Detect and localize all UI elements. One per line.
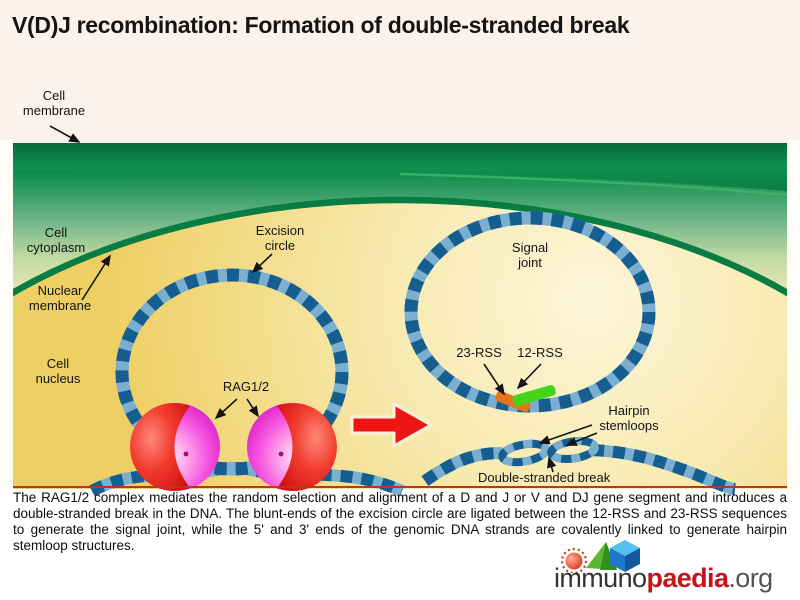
cube-icon — [610, 540, 640, 572]
logo-text-org: .org — [728, 563, 773, 593]
transition-arrow-icon — [350, 402, 433, 448]
right-margin — [787, 140, 800, 489]
logo-wordmark: immunopaedia.org — [554, 563, 773, 594]
label-12-rss: 12-RSS — [517, 345, 563, 360]
hairpin-stemloop-1 — [498, 439, 550, 467]
rag-pointer-arrow-left — [214, 398, 238, 420]
label-rag12: RAG1/2 — [222, 379, 270, 394]
rag-complex-left — [130, 403, 220, 491]
rag-complex-right — [247, 403, 337, 491]
hairpin-pointer-arrow-1 — [538, 424, 593, 445]
dna-genomic-strand-right — [421, 437, 736, 495]
label-cell-membrane: Cell membrane — [22, 88, 86, 118]
caption-divider — [13, 486, 787, 488]
immunopaedia-logo: immunopaedia.org — [554, 537, 794, 597]
label-cell-cytoplasm: Cell cytoplasm — [26, 225, 86, 255]
label-excision-circle: Excision circle — [255, 223, 305, 253]
dsb-pointer-arrow — [547, 456, 557, 473]
hairpin-pointer-arrow-2 — [565, 432, 598, 446]
cell-membrane-pointer-arrow — [49, 125, 81, 143]
label-double-stranded-break: Double-stranded break — [478, 470, 611, 485]
virus-icon — [560, 547, 588, 573]
left-margin — [0, 140, 13, 489]
rag-pointer-arrow-right — [246, 398, 259, 418]
caption-background — [0, 489, 800, 600]
membrane-highlight — [399, 172, 787, 197]
logo-text-paedia: paedia — [646, 563, 729, 593]
rss23-segment — [495, 390, 531, 413]
logo-text-immuno: immuno — [554, 563, 647, 593]
label-signal-joint: Signal joint — [511, 240, 549, 270]
label-cell-nucleus: Cell nucleus — [35, 356, 81, 386]
label-hairpin-stemloops: Hairpin stemloops — [599, 403, 659, 433]
rss23-pointer-arrow — [483, 363, 505, 396]
rss12-segment — [512, 385, 556, 406]
page-title: V(D)J recombination: Formation of double… — [12, 12, 630, 38]
caption-text: The RAG1/2 complex mediates the random s… — [13, 490, 787, 553]
nuclear-membrane-pointer-arrow — [81, 254, 111, 301]
label-23-rss: 23-RSS — [456, 345, 502, 360]
dna-excision-circle — [115, 268, 349, 476]
label-nuclear-membrane: Nuclear membrane — [28, 283, 92, 313]
rss12-pointer-arrow — [516, 363, 542, 390]
excision-circle-pointer-arrow — [251, 253, 273, 274]
cell-membrane-band — [13, 143, 787, 191]
